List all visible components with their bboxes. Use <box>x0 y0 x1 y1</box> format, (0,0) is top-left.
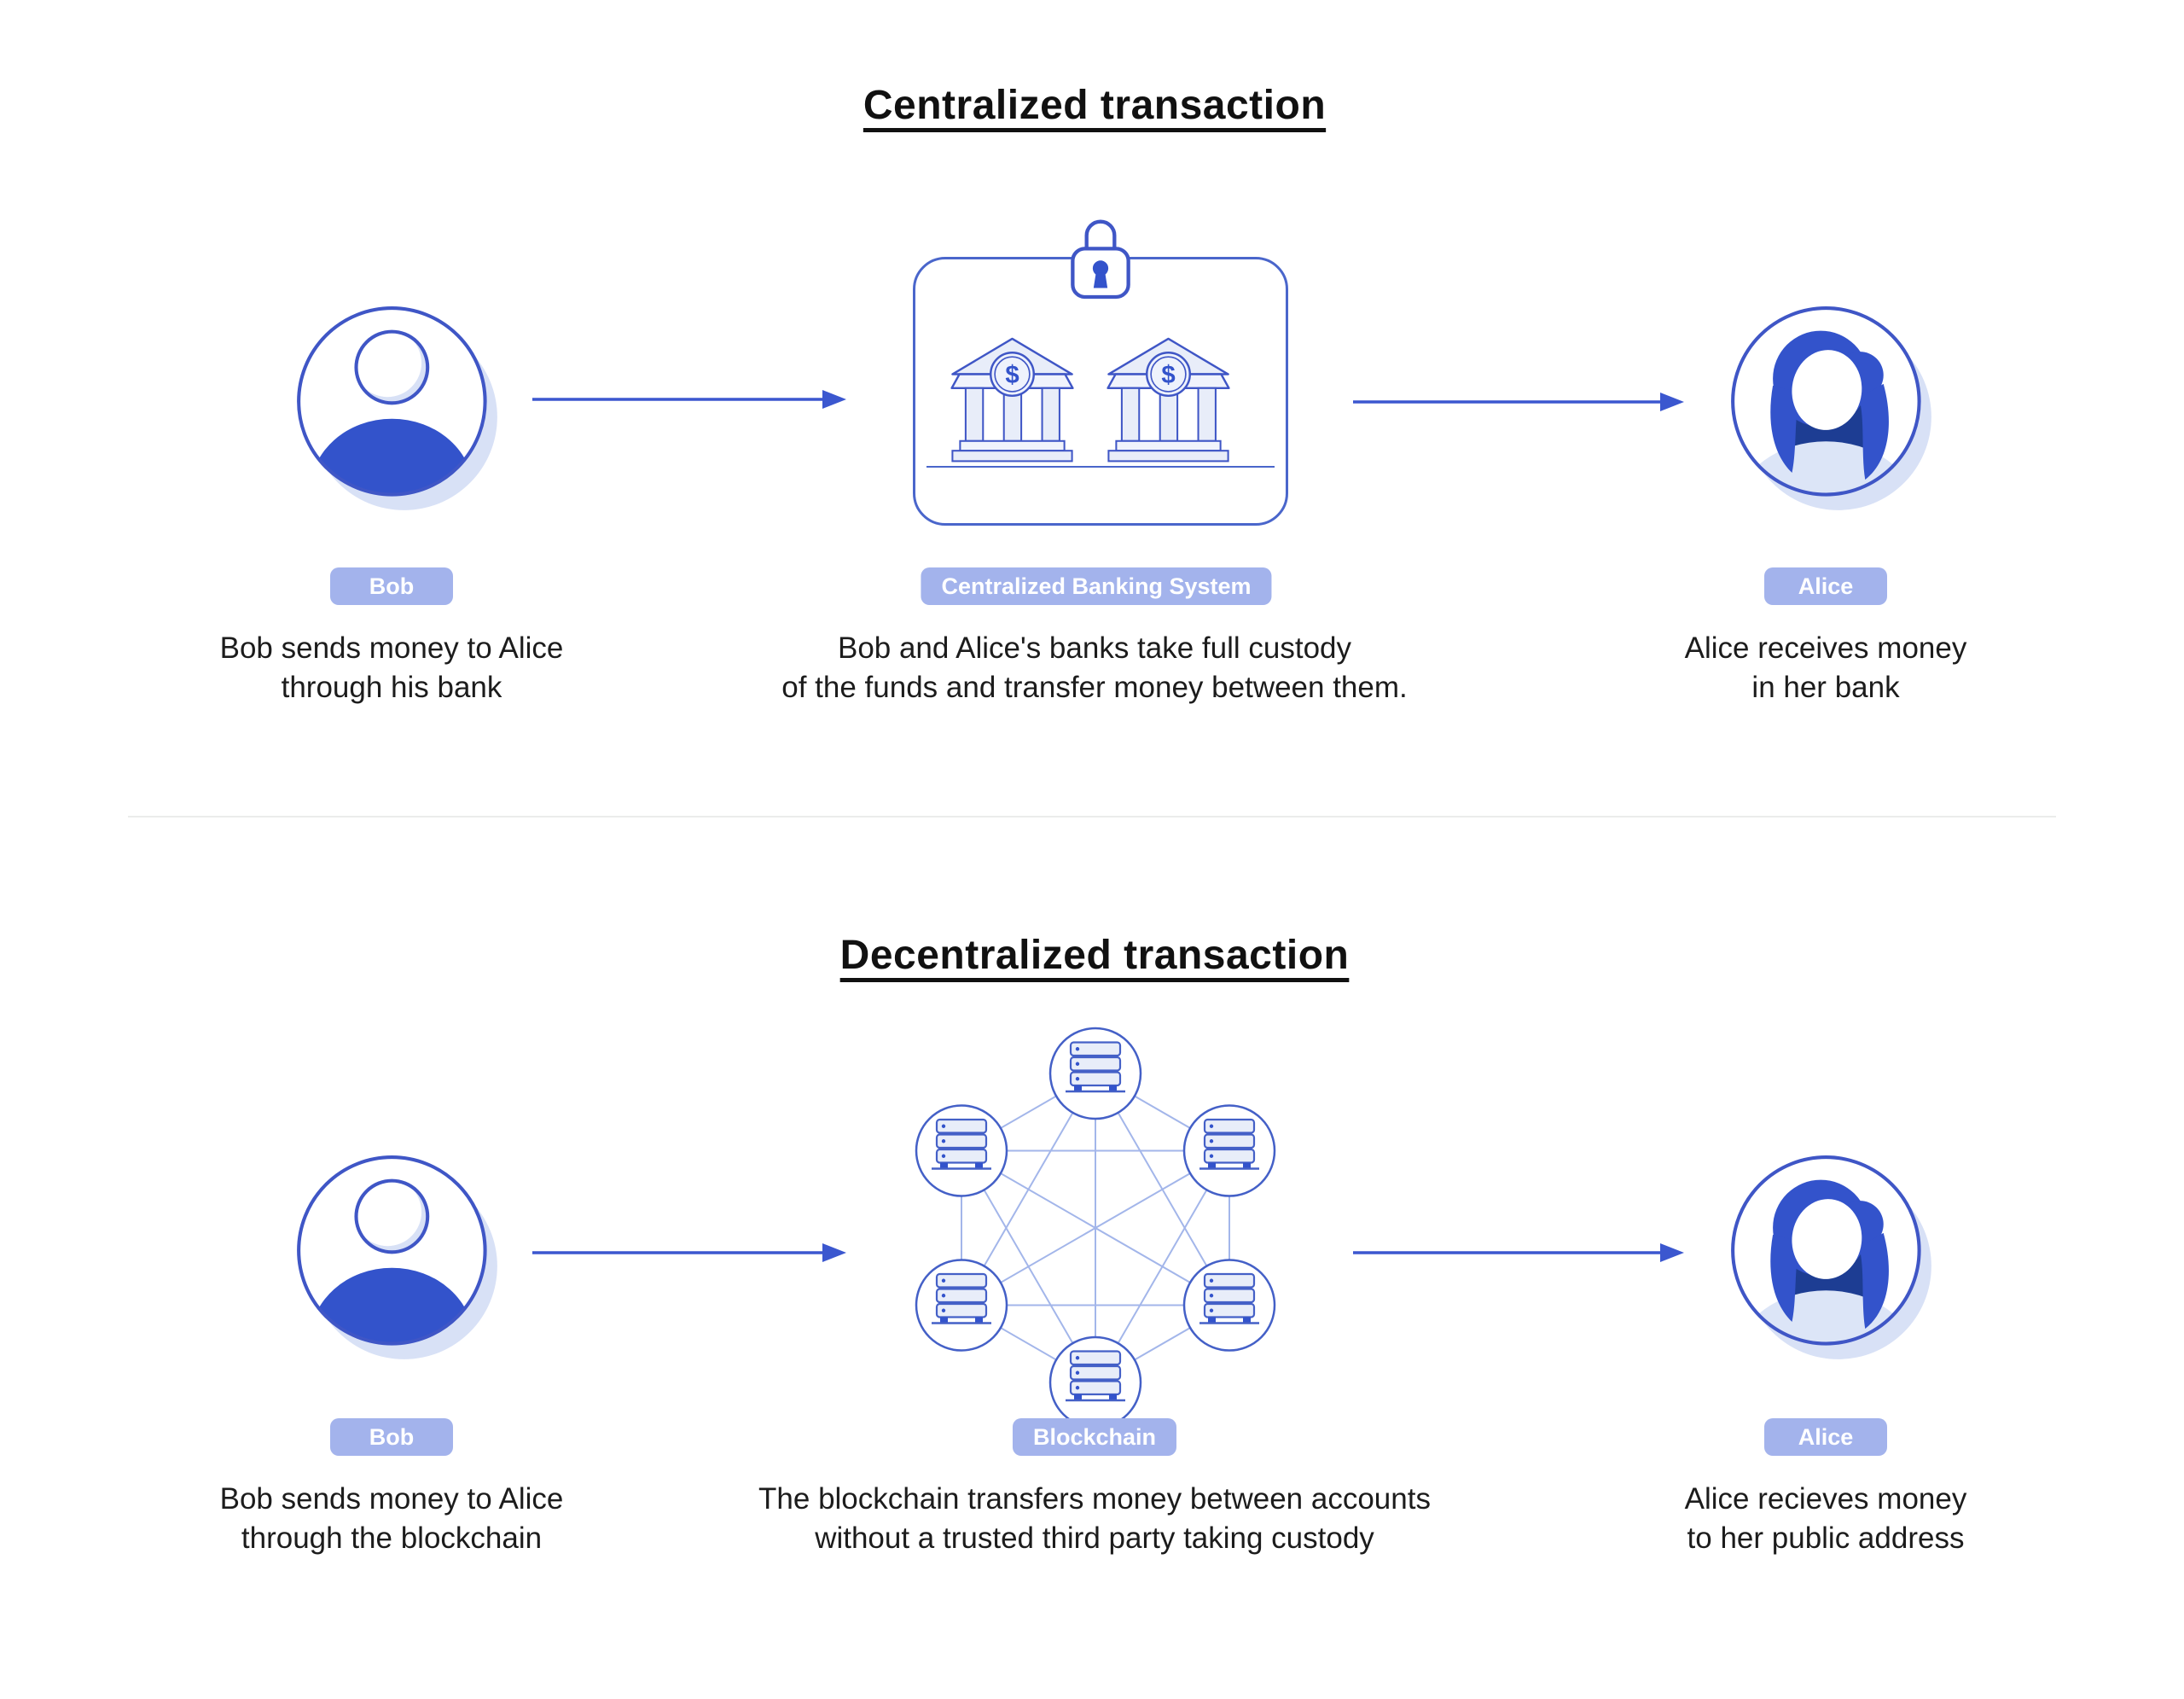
alice-caption: Alice recieves money to her public addre… <box>1684 1482 1967 1555</box>
network-edges <box>961 1073 1230 1383</box>
server-node-icon <box>1182 1259 1276 1352</box>
blockchain-badge: Blockchain <box>1012 1418 1177 1456</box>
centralized-section-title: Centralized transaction <box>863 83 1327 128</box>
banking-system-badge: Centralized Banking System <box>921 567 1272 605</box>
bank-building-icon <box>950 337 1074 463</box>
banking-system-caption: Bob and Alice's banks take full custody … <box>781 631 1408 704</box>
arrow-right-icon <box>1353 1243 1684 1262</box>
server-node-icon <box>915 1259 1008 1352</box>
bob-badge: Bob <box>330 567 453 605</box>
server-node-icon <box>1182 1104 1276 1197</box>
server-node-icon <box>1048 1335 1142 1429</box>
alice-badge: Alice <box>1764 1418 1887 1456</box>
person-avatar-icon <box>293 1155 502 1364</box>
alice-caption: Alice receives money in her bank <box>1684 631 1967 704</box>
bob-caption: Bob sends money to Alice through his ban… <box>219 631 564 704</box>
bank-building-icon <box>1107 337 1230 463</box>
ground-line <box>926 466 1275 468</box>
bob-caption: Bob sends money to Alice through the blo… <box>219 1482 564 1555</box>
blockchain-caption: The blockchain transfers money between a… <box>758 1482 1431 1555</box>
server-node-icon <box>915 1104 1008 1197</box>
arrow-right-icon <box>532 390 846 409</box>
blockchain-network <box>915 1027 1276 1429</box>
person-avatar-icon <box>293 305 502 515</box>
bob-badge: Bob <box>330 1418 453 1456</box>
section-divider <box>128 816 2056 817</box>
woman-avatar-icon <box>1728 1155 1937 1364</box>
padlock-icon <box>1060 210 1141 302</box>
arrow-right-icon <box>1353 393 1684 411</box>
centralized-banking-box <box>913 257 1288 526</box>
decentralized-section-title: Decentralized transaction <box>839 933 1350 978</box>
server-node-icon <box>1048 1027 1142 1120</box>
alice-badge: Alice <box>1764 567 1887 605</box>
woman-avatar-icon <box>1728 305 1937 515</box>
arrow-right-icon <box>532 1243 846 1262</box>
